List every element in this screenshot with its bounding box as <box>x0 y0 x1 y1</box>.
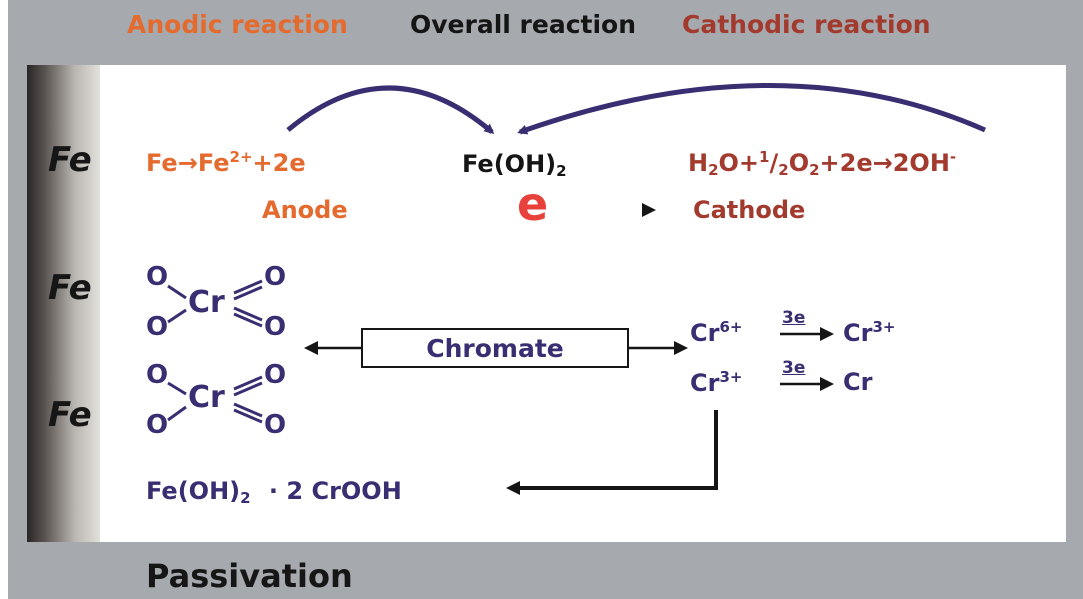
passive-product-rest: · 2 CrOOH <box>268 477 402 505</box>
cathodic-curve-arrow <box>517 83 987 135</box>
anodic-equation: Fe→Fe2++2e <box>146 148 306 177</box>
reduction-1-to-group: Cr3+ <box>843 318 895 347</box>
metal-label-fe-2: Fe <box>48 268 92 308</box>
oxygen-atom: O <box>264 312 287 342</box>
metal-label-fe-3: Fe <box>48 395 92 435</box>
reaction-arrow-icon: → <box>872 149 893 177</box>
cathodic-reaction-header: Cathodic reaction <box>682 10 931 39</box>
half-denominator: 2 <box>778 161 789 179</box>
reduction-2-from-charge: 3+ <box>719 368 743 386</box>
passive-product-base: Fe(OH) <box>146 477 241 505</box>
fraction-slash: / <box>769 149 779 177</box>
reduction-1-to-charge: 3+ <box>872 318 896 336</box>
reduction-cr6-to-cr3: Cr6+ <box>690 318 742 347</box>
passivation-label: Passivation <box>146 557 353 595</box>
oxygen-atom: O <box>146 262 169 292</box>
anodic-reaction-header: Anodic reaction <box>127 10 348 39</box>
oxygen-atom: O <box>264 360 287 390</box>
anodic-reactant: Fe <box>146 149 178 177</box>
passive-product-sub: 2 <box>240 489 251 507</box>
anode-label: Anode <box>262 196 348 224</box>
overall-reaction-header: Overall reaction <box>410 10 637 39</box>
reaction-arrow-icon: → <box>177 149 198 177</box>
reduction-cr3-to-cr: Cr3+ <box>690 368 742 397</box>
reduction-2-to: Cr <box>843 368 873 396</box>
electron-symbol: e <box>517 177 549 231</box>
chromate-box: Chromate <box>361 328 629 368</box>
passivation-flow-arrow <box>506 410 718 495</box>
anodic-curve-arrow <box>286 85 495 134</box>
chromate-bonds-1 <box>167 279 263 328</box>
cathodic-equation: H2O+1/2O2+2e→2OH- <box>688 148 956 179</box>
anodic-electrons: +2e <box>252 149 306 177</box>
reduction-1-electrons: 3e <box>782 308 806 328</box>
half-numerator: 1 <box>759 148 770 166</box>
chromate-label: Chromate <box>426 333 564 363</box>
cathodic-product-charge: - <box>949 148 957 166</box>
anodic-product: Fe <box>197 149 230 177</box>
oxygen-atom: O <box>264 410 287 440</box>
chromate-bonds-2 <box>167 375 263 424</box>
cathodic-h-sub: 2 <box>708 161 719 179</box>
oxygen-atom: O <box>264 262 287 292</box>
reduction-1-from-charge: 6+ <box>719 318 743 336</box>
anodic-charge: 2+ <box>229 148 253 166</box>
cathodic-o2-sub: 2 <box>809 161 820 179</box>
reduction-1-to: Cr <box>843 319 873 347</box>
overall-product-sub: 2 <box>556 162 567 180</box>
reduction-1-from: Cr <box>690 319 720 347</box>
overall-product-base: Fe(OH) <box>462 150 557 178</box>
cathodic-product: 2OH <box>892 149 950 177</box>
passive-film-product: Fe(OH)2 · 2 CrOOH <box>146 477 402 507</box>
cathodic-o-plus: O+ <box>718 149 760 177</box>
cathodic-electrons: +2e <box>819 149 873 177</box>
metal-label-fe-1: Fe <box>48 140 92 180</box>
reduction-2-from: Cr <box>690 369 720 397</box>
cathode-label: Cathode <box>693 196 806 224</box>
reduction-2-electrons: 3e <box>782 358 806 378</box>
oxygen-atom: O <box>146 360 169 390</box>
oxygen-atom: O <box>146 312 169 342</box>
cathodic-h: H <box>688 149 709 177</box>
overall-product: Fe(OH)2 <box>462 150 567 180</box>
reaction-panel <box>100 65 1066 542</box>
cathodic-o2: O <box>788 149 810 177</box>
chromium-atom: Cr <box>188 380 225 415</box>
chromium-atom: Cr <box>188 285 225 320</box>
iron-surface <box>27 65 100 542</box>
oxygen-atom: O <box>146 410 169 440</box>
